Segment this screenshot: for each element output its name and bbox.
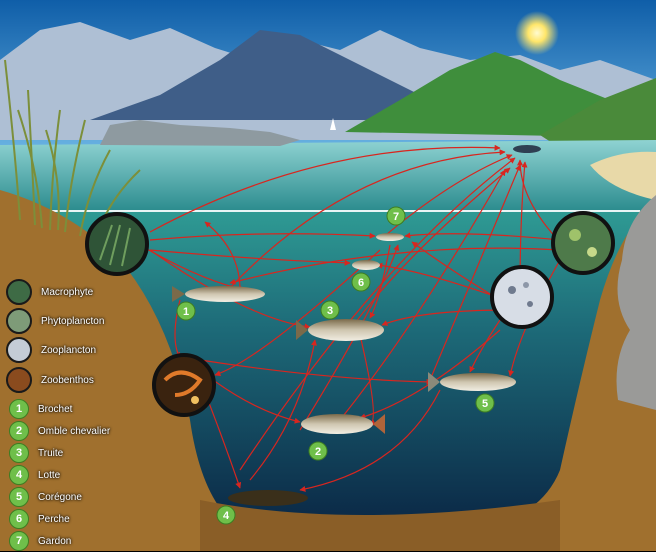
legend-item-brochet: 1 Brochet [6, 398, 72, 420]
species-number-badge: 1 [9, 399, 29, 419]
species-badge-7: 7 [387, 207, 405, 225]
zooplankton-icon [6, 337, 32, 363]
legend-item-zoobenthos: Zoobenthos [6, 369, 94, 391]
species-number-badge: 5 [9, 487, 29, 507]
legend-label: Gardon [38, 536, 71, 547]
species-number-badge: 6 [9, 509, 29, 529]
legend-label: Corégone [38, 492, 82, 503]
legend-item-truite: 3 Truite [6, 442, 63, 464]
legend-label: Brochet [38, 404, 72, 415]
legend-item-coregone: 5 Corégone [6, 486, 82, 508]
burbot-fish [228, 490, 308, 506]
roach-fish [376, 233, 404, 241]
legend-item-macrophyte: Macrophyte [6, 281, 93, 303]
legend-label: Zoobenthos [41, 375, 94, 386]
svg-text:1: 1 [183, 306, 189, 318]
svg-text:4: 4 [223, 510, 230, 522]
species-badge-5: 5 [476, 394, 494, 412]
species-badge-2: 2 [309, 442, 327, 460]
species-badge-4: 4 [217, 506, 235, 524]
zoobenthos-icon [6, 367, 32, 393]
legend-item-lotte: 4 Lotte [6, 464, 60, 486]
zoobenthos-circle [154, 355, 214, 415]
species-badge-3: 3 [321, 301, 339, 319]
svg-text:2: 2 [315, 446, 321, 458]
legend-label: Zooplancton [41, 345, 96, 356]
species-number-badge: 7 [9, 531, 29, 551]
legend-label: Truite [38, 448, 63, 459]
zooplankton-circle [492, 267, 552, 327]
phytoplankton-icon [6, 308, 32, 334]
species-badge-6: 6 [352, 273, 370, 291]
species-number-badge: 2 [9, 421, 29, 441]
legend-label: Lotte [38, 470, 60, 481]
species-number-badge: 4 [9, 465, 29, 485]
motorboat [513, 145, 541, 153]
species-badge-1: 1 [177, 302, 195, 320]
svg-text:3: 3 [327, 305, 333, 317]
svg-text:6: 6 [358, 277, 364, 289]
legend-item-gardon: 7 Gardon [6, 530, 71, 552]
legend-label: Omble chevalier [38, 426, 110, 437]
sun [515, 11, 559, 55]
svg-text:7: 7 [393, 211, 399, 223]
legend-item-zooplankton: Zooplancton [6, 339, 96, 361]
legend-label: Macrophyte [41, 287, 93, 298]
macrophyte-icon [6, 279, 32, 305]
svg-text:5: 5 [482, 398, 488, 410]
legend-item-omble-chevalier: 2 Omble chevalier [6, 420, 110, 442]
macrophyte-circle [87, 214, 147, 274]
legend-item-perche: 6 Perche [6, 508, 70, 530]
species-number-badge: 3 [9, 443, 29, 463]
phytoplankton-circle [553, 213, 613, 273]
legend-label: Perche [38, 514, 70, 525]
perch-fish [352, 260, 380, 270]
legend-item-phytoplankton: Phytoplancton [6, 310, 104, 332]
legend-label: Phytoplancton [41, 316, 104, 327]
